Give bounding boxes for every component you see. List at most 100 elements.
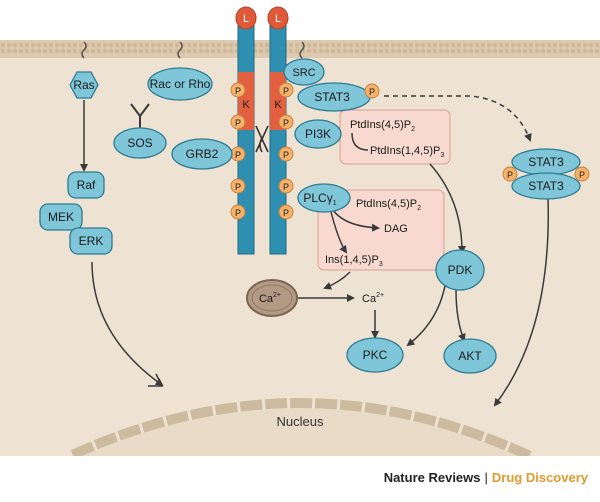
- phosphate-label: P: [283, 150, 289, 160]
- pi3k-node: [294, 119, 342, 149]
- stat3-dimer-phosphate-left: [502, 166, 518, 182]
- ligand-left: [235, 6, 257, 30]
- rac-rho-node: [147, 67, 213, 101]
- phosphate: [278, 82, 294, 98]
- grb2-node: [171, 138, 233, 170]
- sos-node: [113, 127, 167, 159]
- ligand-label-left: L: [243, 13, 249, 25]
- mek-label: MEK: [48, 210, 74, 224]
- ras-label: Ras: [73, 78, 94, 92]
- phosphate: [278, 146, 294, 162]
- plc-gamma1-label: PLCγ1: [303, 191, 336, 207]
- arrow-pip2-to-pip3: [351, 132, 369, 151]
- ras-node: [69, 71, 99, 99]
- stat3-dimer-phosphate-right-label: P: [579, 170, 585, 180]
- arrow-erk-to-nucleus: [91, 261, 164, 387]
- phosphate-label: P: [283, 86, 289, 96]
- arrow-ip3-to-ca: [323, 271, 351, 290]
- stat3-dimer-phosphate-right: [574, 166, 590, 182]
- phosphate: [230, 178, 246, 194]
- plc-gamma1-node: [297, 183, 351, 213]
- stat3-dimer-bottom-label: STAT3: [528, 179, 564, 193]
- pdk-label: PDK: [448, 263, 473, 277]
- ras-membrane-anchor: [81, 41, 87, 59]
- phosphate-label: P: [235, 118, 241, 128]
- membrane-lipids: [0, 40, 600, 58]
- src-label: SRC: [292, 67, 315, 79]
- dag-label: DAG: [384, 223, 408, 235]
- publication-footer: Nature Reviews|Drug Discovery: [0, 470, 588, 485]
- stat3-dimer-bottom: [511, 172, 581, 200]
- ligand-right: [267, 6, 289, 30]
- plc-lipid-box: [317, 189, 445, 271]
- nuclear-envelope: [67, 398, 533, 461]
- stat3-label: STAT3: [314, 90, 350, 104]
- raf-label: Raf: [77, 178, 96, 192]
- pkc-node: [346, 337, 404, 373]
- erk-nucleus-fork: [148, 373, 164, 387]
- src-membrane-anchor: [299, 41, 305, 59]
- receptor-chain-left: [237, 21, 255, 255]
- footer-separator: |: [484, 470, 488, 485]
- phosphate: [230, 82, 246, 98]
- phosphate: [278, 204, 294, 220]
- phosphate-label: P: [283, 182, 289, 192]
- publisher-name: Nature Reviews: [383, 470, 481, 485]
- grb2-label: GRB2: [186, 147, 219, 161]
- arrow-pdk-to-akt: [455, 289, 466, 342]
- phosphate-label: P: [235, 86, 241, 96]
- phosphate-label: P: [283, 118, 289, 128]
- phosphate-label: P: [235, 182, 241, 192]
- stat3-phosphate-label: P: [369, 87, 375, 97]
- pip3-label: PtdIns(1,4,5)P3: [370, 145, 444, 159]
- stat3-dimer-phosphate-left-label: P: [507, 170, 513, 180]
- receptor-phosphates: P P P P P P P P P P: [230, 82, 294, 220]
- phosphate: [230, 204, 246, 220]
- kinase-label-right: K: [274, 99, 282, 111]
- phosphate-label: P: [283, 208, 289, 218]
- phosphate: [278, 178, 294, 194]
- erk-label: ERK: [79, 234, 104, 248]
- mek-node: [39, 203, 83, 231]
- stat3-phosphate: [364, 83, 380, 99]
- calcium-free-label: Ca2+: [362, 292, 384, 305]
- phosphate-label: P: [235, 150, 241, 160]
- arrow-pip3-to-pdk: [429, 163, 466, 254]
- pdk-node: [435, 249, 485, 291]
- arrow-stat3-translocation: [384, 95, 532, 142]
- src-node: [283, 58, 325, 86]
- akt-label: AKT: [458, 349, 482, 363]
- raf-node: [67, 171, 105, 199]
- sos-label: SOS: [127, 136, 152, 150]
- phosphate: [278, 114, 294, 130]
- transphosphorylation-cross: [255, 125, 269, 153]
- pip2-label: PtdIns(4,5)P2: [350, 119, 415, 133]
- ip3-label: Ins(1,4,5)P3: [325, 254, 383, 268]
- kinase-label-left: K: [242, 99, 250, 111]
- stat3-dimer-top-label: STAT3: [528, 155, 564, 169]
- akt-node: [443, 338, 497, 374]
- arrow-plc-to-ip3: [329, 207, 348, 254]
- plc-pip2-label: PtdIns(4,5)P2: [356, 198, 421, 212]
- pkc-label: PKC: [363, 348, 388, 362]
- arrow-dag-to-pkc: [406, 279, 447, 347]
- rac-membrane-anchor: [177, 41, 183, 59]
- rac-rho-label: Rac or Rho: [150, 77, 211, 91]
- calcium-store-inner: [251, 284, 293, 312]
- cytoplasm: [0, 56, 600, 456]
- arrow-stat3-to-nucleus: [493, 197, 550, 407]
- ligand-label-right: L: [275, 13, 281, 25]
- phosphate-label: P: [235, 208, 241, 218]
- phosphate: [230, 114, 246, 130]
- pathway-arrows: [80, 95, 550, 407]
- receptor-chain-right: [269, 21, 287, 255]
- pi3k-label: PI3K: [305, 127, 331, 141]
- erk-node: [69, 227, 113, 255]
- page-bottom: [0, 456, 600, 497]
- journal-name: Drug Discovery: [491, 470, 588, 485]
- nucleus-label: Nucleus: [277, 414, 324, 429]
- calcium-store: [246, 279, 298, 317]
- calcium-store-label: Ca2+: [259, 292, 281, 305]
